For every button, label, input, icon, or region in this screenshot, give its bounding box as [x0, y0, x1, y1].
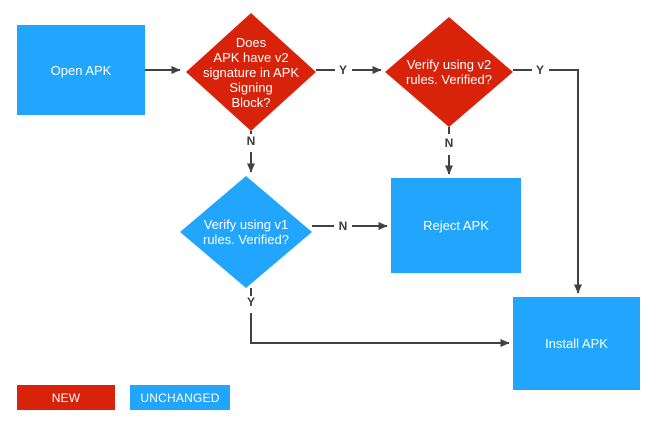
edge-label-v2check-no: N: [246, 134, 256, 148]
edge-label-verifyv1-yes: Y: [246, 295, 255, 309]
edge-label-v2check-yes: Y: [338, 63, 347, 77]
legend-item-new: NEW: [51, 390, 81, 405]
edge-label-verifyv2-no: N: [444, 136, 454, 150]
node-verify-v1: [180, 176, 312, 288]
node-open-apk: [17, 25, 145, 115]
edge-verifyv1-yes: [250, 313, 510, 347]
node-verify-v2: [385, 17, 513, 127]
legend-swatch-new: [17, 385, 115, 410]
edge-label-verifyv1-no: N: [338, 219, 348, 233]
node-install-apk: [513, 297, 640, 390]
legend-item-unchanged: UNCHANGED: [140, 390, 220, 405]
node-has-v2-signature: [186, 13, 316, 131]
edge-label-verifyv2-yes: Y: [535, 63, 544, 77]
legend-swatch-unchanged: [130, 385, 230, 410]
node-reject-apk: [391, 178, 521, 273]
edge-verifyv2-yes: [549, 69, 582, 294]
